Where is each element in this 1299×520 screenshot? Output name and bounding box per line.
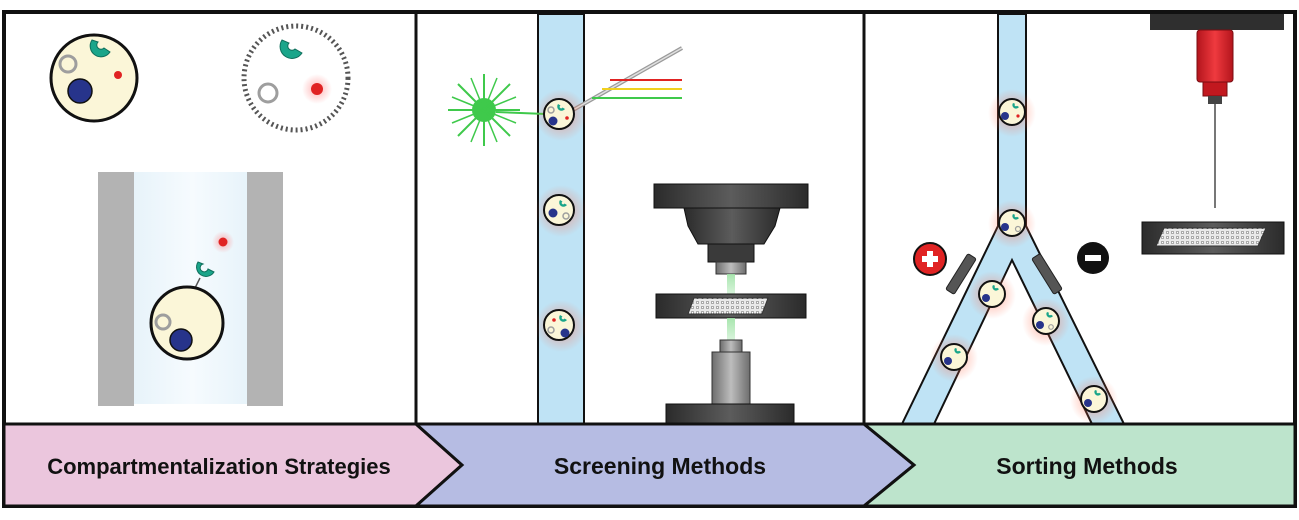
- compartmentalization-panel: [49, 23, 351, 406]
- sorting-panel: [900, 13, 1285, 425]
- enzyme-icon: [279, 39, 303, 59]
- nucleus-icon: [67, 78, 93, 104]
- label-bands: Compartmentalization Strategies Screenin…: [2, 422, 1297, 508]
- cell-surface-display: [98, 172, 283, 406]
- optical-fiber-icon: [565, 46, 683, 116]
- microwell-plate-icon: [687, 297, 769, 315]
- label-compartmentalization: Compartmentalization Strategies: [47, 454, 391, 479]
- laser-burst-icon: [448, 74, 547, 146]
- cell-icon: [149, 285, 225, 361]
- vesicle-compartment: [241, 23, 351, 133]
- electrode-icon: [1031, 253, 1063, 295]
- minus-charge-icon: [1077, 242, 1109, 274]
- droplet-icon: [535, 185, 587, 237]
- droplet-icon: [988, 200, 1036, 248]
- plus-charge-icon: [913, 242, 947, 276]
- channel-wall-right: [247, 172, 283, 406]
- band-sorting: [859, 422, 1297, 508]
- droplet-icon: [535, 89, 587, 141]
- plasmid-icon: [257, 82, 279, 104]
- electrode-icon: [945, 253, 977, 295]
- nucleus-icon: [169, 328, 193, 352]
- droplet-icon: [1070, 376, 1118, 424]
- product-dot-icon: [311, 83, 323, 95]
- screening-panel: [448, 13, 809, 425]
- channel-wall-left: [98, 172, 134, 406]
- microscope-icon: [653, 183, 809, 425]
- product-dot-icon: [218, 237, 228, 247]
- plasmid-icon: [154, 313, 172, 331]
- droplet-icon: [1022, 298, 1070, 346]
- plasmid-icon: [58, 54, 78, 74]
- droplet-icon: [988, 89, 1036, 137]
- enzyme-icon: [196, 261, 215, 277]
- product-dot-icon: [114, 71, 122, 79]
- droplet-icon: [930, 334, 978, 382]
- microwell-plate-icon: [1141, 221, 1285, 255]
- droplet-icon: [535, 300, 587, 352]
- label-sorting: Sorting Methods: [996, 453, 1177, 479]
- dispensing-needle-icon: [1150, 14, 1284, 208]
- droplet-icon: [968, 271, 1016, 319]
- enzyme-icon: [89, 39, 111, 58]
- droplet-compartment: [49, 33, 139, 123]
- label-screening: Screening Methods: [554, 453, 766, 479]
